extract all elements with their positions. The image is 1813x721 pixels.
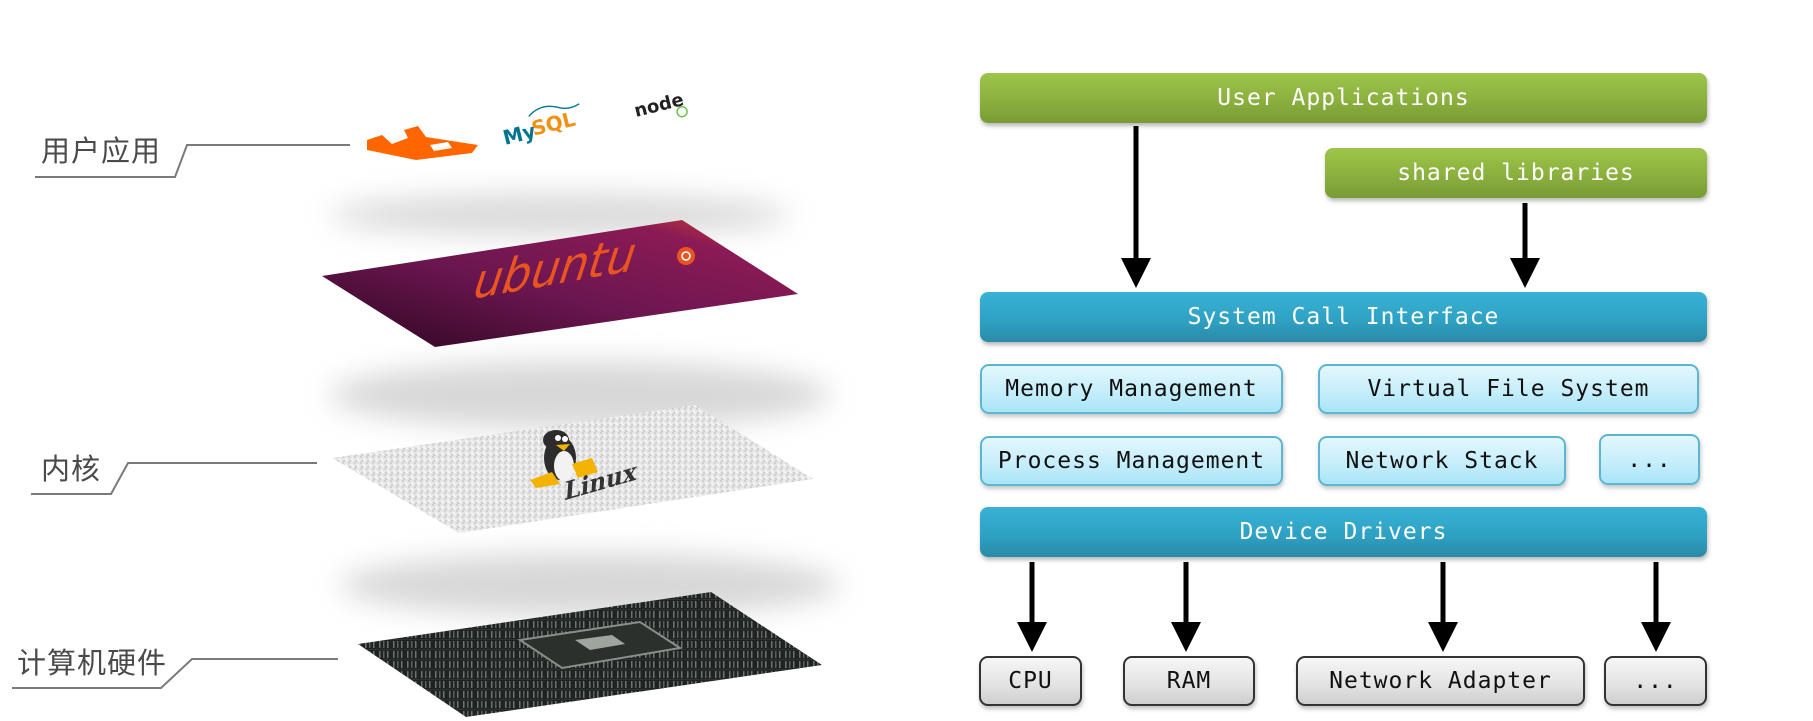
tux-penguin-icon bbox=[530, 430, 598, 488]
ram-box: RAM bbox=[1123, 656, 1255, 706]
process-management-box: Process Management bbox=[980, 436, 1283, 486]
virtual-file-system-box: Virtual File System bbox=[1318, 364, 1699, 414]
kernel-leader-line bbox=[31, 462, 317, 495]
nodejs-logo: node bbox=[632, 89, 688, 122]
rabbitmq-logo bbox=[367, 126, 478, 160]
system-call-interface-box: System Call Interface bbox=[980, 292, 1707, 342]
label-kernel: 内核 bbox=[41, 452, 102, 486]
memory-management-box: Memory Management bbox=[980, 364, 1283, 414]
node-hexagon-icon bbox=[676, 105, 688, 118]
cpu-die bbox=[575, 635, 625, 650]
more-modules-box: ... bbox=[1599, 434, 1700, 485]
network-adapter-box: Network Adapter bbox=[1296, 656, 1585, 706]
network-stack-box: Network Stack bbox=[1318, 436, 1566, 486]
hardware-layer-shadow bbox=[340, 553, 840, 617]
ubuntu-layer: ubuntu bbox=[322, 220, 798, 347]
user-applications-box: User Applications bbox=[980, 73, 1707, 123]
kernel-layer: Linux bbox=[332, 405, 813, 533]
ubuntu-circle-of-friends-icon bbox=[677, 247, 695, 265]
layer-illustration: ubuntu Linux My bbox=[12, 89, 840, 717]
apps-leader-line bbox=[35, 144, 350, 178]
mysql-dolphin-icon bbox=[528, 103, 580, 117]
kernel-layer-shadow bbox=[330, 361, 830, 429]
mysql-sql-text: SQL bbox=[529, 107, 578, 141]
label-user-applications: 用户应用 bbox=[41, 134, 162, 168]
cpu-box: CPU bbox=[979, 656, 1082, 706]
ubuntu-layer-shadow bbox=[330, 193, 790, 237]
mysql-logo: My SQL bbox=[500, 103, 580, 150]
device-drivers-box: Device Drivers bbox=[980, 507, 1707, 557]
more-hardware-box: ... bbox=[1604, 656, 1707, 706]
label-hardware: 计算机硬件 bbox=[17, 646, 168, 680]
hardware-layer bbox=[358, 592, 822, 717]
shared-libraries-box: shared libraries bbox=[1325, 148, 1707, 198]
hardware-leader-line bbox=[12, 658, 338, 689]
node-text: node bbox=[632, 89, 686, 122]
